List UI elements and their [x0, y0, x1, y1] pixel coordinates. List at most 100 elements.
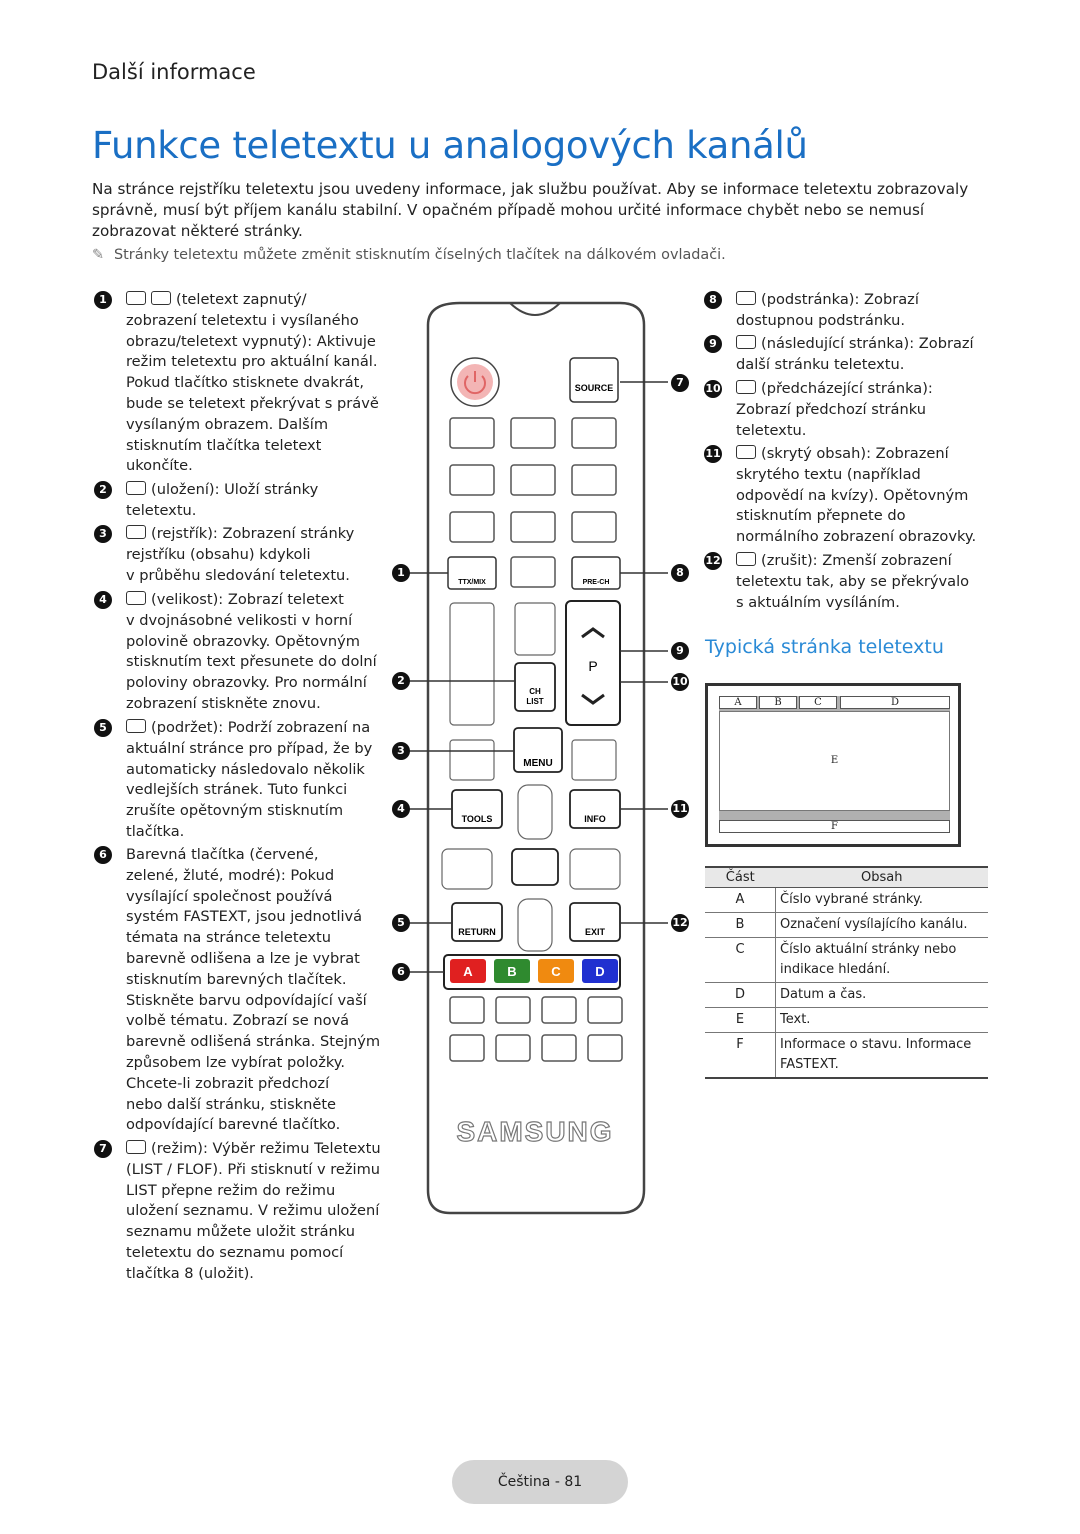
svg-text:C: C: [551, 964, 561, 979]
dpad-right: [569, 848, 621, 890]
callout-8: 8: [671, 564, 689, 582]
svg-text:P: P: [588, 658, 597, 674]
next-page-icon: [736, 335, 756, 349]
callout-5: 5: [392, 914, 410, 932]
size-icon: [126, 591, 146, 605]
item-number: 11: [704, 445, 722, 463]
subsection-title: Typická stránka teletextu: [705, 636, 944, 658]
exit-button: [569, 902, 621, 942]
page-title: Funkce teletextu u analogových kanálů: [92, 124, 808, 167]
callout-10: 10: [671, 673, 689, 691]
callout-4: 4: [392, 800, 410, 818]
yellow-button: [538, 959, 574, 983]
pencil-icon: ✎: [92, 247, 105, 263]
channel-rocker: [565, 600, 621, 726]
enter-button: [511, 848, 559, 886]
intro-paragraph: Na stránce rejstříku teletextu jsou uved…: [92, 180, 969, 240]
return-button: [451, 902, 503, 942]
cancel-icon: [736, 552, 756, 566]
callout-1: 1: [392, 564, 410, 582]
ch-list-button: [514, 662, 556, 712]
part-a-box: A: [719, 696, 757, 709]
item-text: (předcházející stránka): Zobrazí předcho…: [736, 380, 933, 439]
item-text: (rejstřík): Zobrazení stránky rejstříku …: [126, 525, 355, 584]
column-header: Obsah: [775, 866, 988, 888]
mode-icon: [126, 1140, 146, 1154]
part-b-box: B: [759, 696, 797, 709]
list-item: 6 Barevná tlačítka (červené, zelené, žlu…: [94, 845, 396, 1136]
part-e-box: E: [719, 711, 950, 811]
media-buttons: [449, 996, 623, 1062]
mix-icon: [151, 291, 171, 305]
callout-12: 12: [671, 914, 689, 932]
callout-3: 3: [392, 742, 410, 760]
list-item: 5 (podržet): Podrží zobrazení na aktuáln…: [94, 718, 396, 843]
svg-text:CH: CH: [529, 687, 541, 696]
teletext-page-diagram: A B C D E F: [705, 683, 961, 847]
samsung-logo: SAMSUNG: [456, 1116, 613, 1147]
list-item: 12 (zrušit): Zmenší zobrazení teletextu …: [704, 551, 996, 613]
page-number: Čeština - 81: [452, 1460, 628, 1504]
item-text: (podržet): Podrží zobrazení na aktuální …: [126, 719, 373, 840]
previous-page-icon: [736, 380, 756, 394]
subpage-icon: [736, 291, 756, 305]
column-header: Část: [705, 866, 776, 888]
number-buttons: [449, 417, 617, 588]
part-c-box: C: [799, 696, 837, 709]
list-item: 9 (následující stránka): Zobrazí další s…: [704, 334, 996, 376]
part-f-box: F: [719, 820, 950, 833]
item-text: (zrušit): Zmenší zobrazení teletextu tak…: [736, 552, 970, 611]
item-text: (následující stránka): Zobrazí další str…: [736, 335, 974, 373]
green-button: [494, 959, 530, 983]
svg-text:TTX/MIX: TTX/MIX: [458, 579, 486, 586]
item-text: (skrytý obsah): Zobrazení skrytého textu…: [736, 445, 977, 546]
remote-control-illustration: SOURCE TTX/MIX PRE-CH P CH LIST MENU TOO…: [408, 301, 668, 1215]
item-number: 8: [704, 291, 722, 309]
item-number: 1: [94, 291, 112, 309]
diagram-screen: A B C D E F: [719, 696, 950, 833]
item-number: 4: [94, 591, 112, 609]
item-text: (teletext zapnutý/ zobrazení teletextu i…: [126, 291, 379, 475]
svg-text:MENU: MENU: [523, 758, 552, 769]
menu-button: [513, 727, 563, 773]
list-item: 1 (teletext zapnutý/ zobrazení teletextu…: [94, 290, 396, 477]
reveal-icon: [736, 445, 756, 459]
list-item: 11 (skrytý obsah): Zobrazení skrytého te…: [704, 444, 996, 548]
teletext-icon: [126, 291, 146, 305]
list-item: 7 (režim): Výběr režimu Teletextu (LIST …: [94, 1139, 396, 1285]
svg-text:B: B: [507, 964, 516, 979]
item-number: 5: [94, 719, 112, 737]
dpad-left: [441, 848, 493, 890]
item-text: (podstránka): Zobrazí dostupnou podstrán…: [736, 291, 919, 329]
svg-text:RETURN: RETURN: [458, 927, 496, 937]
svg-text:PRE-CH: PRE-CH: [583, 579, 610, 586]
item-number: 3: [94, 525, 112, 543]
svg-text:LIST: LIST: [526, 697, 543, 706]
callout-2: 2: [392, 672, 410, 690]
callout-11: 11: [671, 800, 689, 818]
hold-icon: [126, 719, 146, 733]
list-item: 4 (velikost): Zobrazí teletext v dvojnás…: [94, 590, 396, 715]
svg-text:TOOLS: TOOLS: [462, 814, 493, 824]
item-text: (uložení): Uloží stránky teletextu.: [126, 481, 319, 519]
svg-text:D: D: [595, 964, 604, 979]
callout-9: 9: [671, 642, 689, 660]
source-button: [569, 357, 619, 403]
callout-6: 6: [392, 963, 410, 981]
svg-text:INFO: INFO: [584, 814, 606, 824]
section-heading: Další informace: [92, 60, 256, 84]
volume-rocker: [449, 602, 495, 726]
item-number: 10: [704, 380, 722, 398]
item-number: 7: [94, 1140, 112, 1158]
item-number: 2: [94, 481, 112, 499]
callout-7: 7: [671, 374, 689, 392]
note-text: Stránky teletextu můžete změnit stisknut…: [114, 247, 726, 263]
svg-text:A: A: [463, 964, 473, 979]
item-number: 6: [94, 846, 112, 864]
